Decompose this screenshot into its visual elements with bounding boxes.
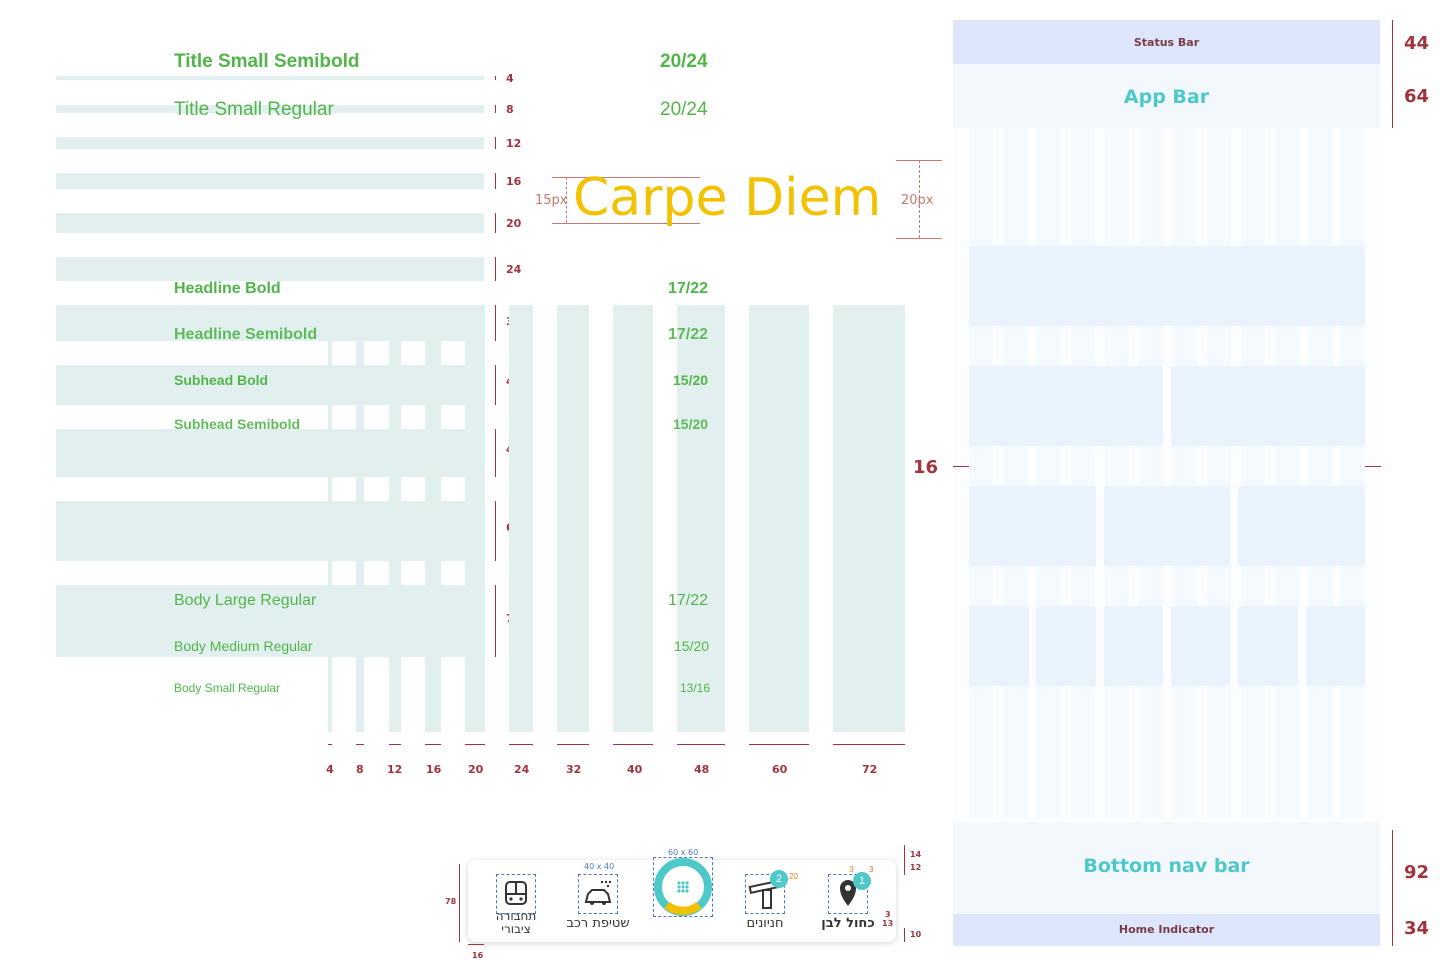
column-label: 48	[694, 763, 710, 776]
column-label: 72	[862, 763, 878, 776]
dim-three: 3	[849, 865, 854, 874]
home-height-label: 34	[1404, 918, 1430, 939]
column-label: 20	[468, 763, 484, 776]
column-label: 60	[772, 763, 788, 776]
dim-three: 3	[885, 910, 891, 919]
nav-height-dim: 78	[445, 897, 457, 906]
type-name: Body Small Regular	[174, 681, 281, 695]
car-wash-icon[interactable]	[578, 874, 618, 914]
column-label: 4	[326, 763, 334, 776]
nav-label-parking[interactable]: חניונים	[746, 916, 784, 931]
type-metric: 17/22	[668, 280, 709, 297]
margin-label: 16	[913, 457, 939, 478]
type-metric: 17/22	[668, 592, 709, 609]
spacing-label: 4	[506, 72, 514, 85]
sample-text: Carpe Diem	[573, 168, 882, 228]
type-metric: 20/24	[660, 99, 708, 120]
location-pin-icon[interactable]	[828, 874, 868, 914]
bus-icon[interactable]	[496, 874, 536, 914]
parking-badge: 2	[770, 870, 788, 888]
sample-left-label: 15px	[535, 193, 568, 208]
dim-14: 14	[910, 850, 922, 859]
location-badge: 1	[853, 872, 871, 890]
nav-label-transit[interactable]: תחבורה ציבורי	[495, 909, 537, 936]
column-label: 24	[514, 763, 530, 776]
nav-label-car-wash[interactable]: שטיפת רכב	[566, 916, 630, 931]
dim-12: 12	[910, 863, 922, 872]
dim-three: 3	[869, 865, 874, 874]
nav-label-blue-white[interactable]: כחול לבן	[821, 916, 875, 931]
column-label: 32	[566, 763, 582, 776]
type-name: Title Small Semibold	[174, 51, 360, 72]
bottom-height-label: 92	[1404, 862, 1430, 883]
type-name: Body Large Regular	[174, 592, 317, 609]
type-metric: 13/16	[680, 681, 711, 695]
type-metric: 20/24	[660, 51, 708, 72]
dim-10: 10	[910, 930, 922, 939]
type-name: Headline Bold	[174, 280, 281, 297]
gap-dim: 20	[789, 872, 798, 881]
icon40-dim: 40 x 40	[584, 862, 615, 871]
home-indicator-label: Home Indicator	[1118, 923, 1215, 936]
bottom-nav-label: Bottom nav bar	[1083, 855, 1250, 877]
column-label: 12	[387, 763, 403, 776]
app-height-label: 64	[1404, 86, 1430, 107]
spacing-label: 16	[506, 175, 522, 188]
sample-right-label: 20px	[901, 193, 934, 208]
column-label: 16	[426, 763, 442, 776]
type-name: Title Small Regular	[174, 99, 334, 120]
type-name: Subhead Semibold	[174, 416, 301, 432]
app-bar-label: App Bar	[1123, 86, 1210, 108]
status-height-label: 44	[1404, 33, 1430, 54]
column-label: 40	[627, 763, 643, 776]
type-name: Subhead Bold	[174, 372, 269, 388]
spacing-label: 12	[506, 137, 522, 150]
spacing-label: 20	[506, 217, 522, 230]
nav-pad-dim: 16	[472, 951, 484, 960]
column-label: 8	[356, 763, 364, 776]
icon60-dim: 60 x 60	[668, 848, 699, 857]
type-name: Body Medium Regular	[174, 638, 313, 654]
type-metric: 17/22	[668, 326, 709, 343]
type-metric: 15/20	[673, 372, 709, 388]
spacing-label: 8	[506, 103, 514, 116]
dim-13: 13	[882, 919, 894, 928]
type-name: Headline Semibold	[174, 326, 318, 343]
type-metric: 15/20	[674, 638, 710, 654]
apps-grid-icon[interactable]	[653, 857, 713, 917]
type-metric: 15/20	[673, 416, 709, 432]
status-bar-label: Status Bar	[1133, 36, 1200, 49]
spacing-label: 24	[506, 263, 522, 276]
nav-bar-card	[468, 860, 896, 942]
